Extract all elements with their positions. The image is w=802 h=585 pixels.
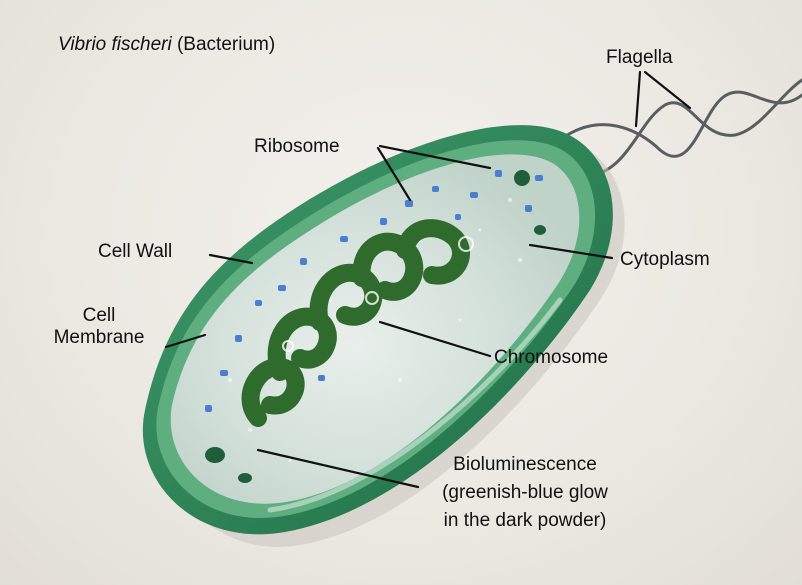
- flagella-leader: [636, 72, 640, 126]
- ribosome: [300, 258, 307, 265]
- ribosome: [278, 285, 286, 291]
- label-chromosome: Chromosome: [494, 347, 608, 369]
- ribosome: [470, 192, 478, 198]
- label-ribosome: Ribosome: [254, 136, 340, 158]
- label-cell-membrane: Cell Membrane: [34, 305, 164, 349]
- diagram-title: Vibrio fischeri (Bacterium): [58, 34, 275, 56]
- ribosome: [220, 370, 228, 376]
- ribosome: [318, 375, 325, 381]
- label-bioluminescence: Bioluminescence (greenish-blue glow in t…: [390, 451, 660, 535]
- ribosome: [525, 205, 532, 212]
- ribosome: [455, 214, 461, 220]
- ribosome: [432, 186, 439, 192]
- species-name: Vibrio fischeri: [58, 34, 172, 55]
- ribosome: [235, 335, 242, 342]
- label-flagella: Flagella: [606, 47, 673, 69]
- label-bioluminescence-line1: Bioluminescence: [390, 451, 660, 479]
- ribosome: [405, 200, 413, 207]
- ribosome: [340, 236, 348, 242]
- ribosome: [380, 218, 387, 225]
- ribosome: [205, 405, 212, 412]
- label-cell-membrane-line2: Membrane: [34, 327, 164, 349]
- label-cytoplasm: Cytoplasm: [620, 249, 710, 271]
- ribosome: [495, 170, 502, 177]
- label-bioluminescence-line2: (greenish-blue glow: [390, 479, 660, 507]
- label-bioluminescence-line3: in the dark powder): [390, 507, 660, 535]
- ribosome: [535, 175, 543, 181]
- label-cell-wall: Cell Wall: [98, 241, 172, 263]
- title-suffix: (Bacterium): [177, 34, 275, 55]
- label-cell-membrane-line1: Cell: [34, 305, 164, 327]
- ribosome: [255, 300, 262, 306]
